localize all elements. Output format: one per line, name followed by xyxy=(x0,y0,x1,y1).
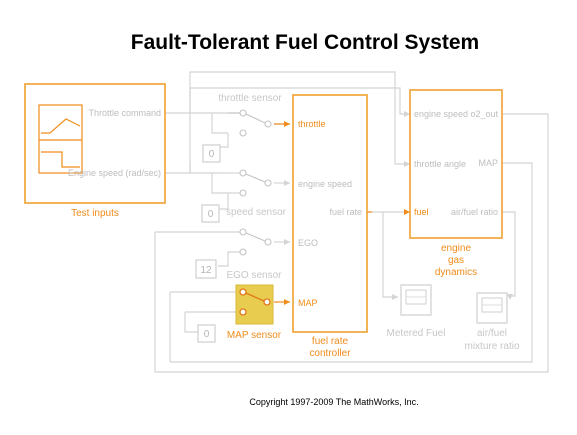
map-const-value: 0 xyxy=(204,329,210,340)
map-fault-constant[interactable]: 0 xyxy=(197,324,216,343)
active-wires xyxy=(274,121,410,305)
ego-switch-in1 xyxy=(239,228,247,236)
ego-switch-blade xyxy=(245,232,266,242)
map-sensor-label: MAP sensor xyxy=(227,330,282,341)
test-inputs-block[interactable]: Throttle command Engine speed (rad/sec) … xyxy=(24,83,166,219)
controller-in-throttle: throttle xyxy=(298,119,326,129)
speed-sensor-label: speed sensor xyxy=(226,207,287,218)
wire-speed-to-engine xyxy=(189,87,410,173)
map-const-box[interactable] xyxy=(197,324,216,343)
ego-switch-in2 xyxy=(239,248,247,256)
arrow-ctrl-ego xyxy=(284,239,290,245)
arrow-engine-speed xyxy=(404,111,410,117)
arrow-engine-fuel xyxy=(404,209,410,215)
copyright-notice: Copyright 1997-2009 The MathWorks, Inc. xyxy=(249,397,418,407)
controller-in-map: MAP xyxy=(298,298,318,308)
speed-fault-constant[interactable]: 0 xyxy=(201,204,220,223)
controller-in-engine-speed: engine speed xyxy=(298,179,352,189)
test-inputs-label: Test inputs xyxy=(71,208,119,219)
speed-switch-in2 xyxy=(239,189,247,197)
air-fuel-label-line2: mixture ratio xyxy=(464,341,519,352)
speed-switch-in1 xyxy=(239,169,247,177)
engine-in-fuel: fuel xyxy=(414,207,429,217)
throttle-profile-glyph xyxy=(41,118,81,134)
speed-sensor-switch[interactable]: speed sensor xyxy=(226,169,287,218)
speed-const-value: 0 xyxy=(208,209,214,220)
metered-fuel-scope[interactable]: Metered Fuel xyxy=(387,284,446,339)
arrow-throttle-angle xyxy=(404,161,410,167)
throttle-switch-in1 xyxy=(239,109,247,117)
fuel-rate-controller-block[interactable]: throttle engine speed EGO MAP fuel rate … xyxy=(292,94,368,359)
engine-gas-dynamics-block[interactable]: engine speed throttle angle fuel o2_out … xyxy=(409,89,503,278)
throttle-sensor-switch[interactable]: throttle sensor xyxy=(218,93,282,137)
controller-in-ego: EGO xyxy=(298,238,318,248)
wire-o2-feedback xyxy=(154,113,549,373)
speed-switch-out xyxy=(264,179,272,187)
throttle-switch-out xyxy=(264,120,272,128)
arrow-ctrl-map xyxy=(284,299,290,305)
engine-in-throttle-angle: throttle angle xyxy=(414,159,466,169)
controller-label-line2: controller xyxy=(309,348,351,359)
air-fuel-label-line1: air/fuel xyxy=(477,328,507,339)
controller-out-fuel-rate: fuel rate xyxy=(329,207,362,217)
speed-switch-blade xyxy=(245,173,266,183)
engine-label-line1: engine xyxy=(441,243,471,254)
throttle-switch-blade xyxy=(245,113,266,124)
engine-out-air-fuel: air/fuel ratio xyxy=(451,207,498,217)
port-throttle-command: Throttle command xyxy=(88,108,161,118)
wire-throttle-fault xyxy=(211,113,228,134)
arrow-ctrl-throttle xyxy=(284,121,290,127)
arrow-ctrl-speed xyxy=(284,180,290,186)
wire-throttle-to-engine xyxy=(189,71,410,165)
wire-arrows xyxy=(284,111,513,300)
engine-label-line3: dynamics xyxy=(435,267,477,278)
map-switch-out xyxy=(263,298,271,306)
ego-sensor-switch[interactable]: EGO sensor xyxy=(226,228,282,281)
engine-in-engine-speed: engine speed xyxy=(414,109,468,119)
throttle-fault-constant[interactable]: 0 xyxy=(202,144,221,163)
signal-builder-icon xyxy=(38,104,83,174)
ego-fault-constant[interactable]: 12 xyxy=(195,259,217,279)
ego-sensor-label: EGO sensor xyxy=(226,270,282,281)
arrow-air-fuel xyxy=(507,294,513,300)
ego-switch-out xyxy=(264,238,272,246)
ego-const-value: 12 xyxy=(200,265,212,276)
throttle-const-box[interactable] xyxy=(202,144,221,163)
wire-speed-fault xyxy=(211,173,240,194)
wire-air-fuel-ratio xyxy=(502,211,516,297)
arrow-metered-fuel xyxy=(392,294,398,300)
map-switch-in1 xyxy=(239,288,247,296)
metered-fuel-label: Metered Fuel xyxy=(387,328,446,339)
map-switch-blade xyxy=(245,292,265,302)
engine-out-map: MAP xyxy=(478,158,498,168)
map-switch-in2 xyxy=(239,308,247,316)
ego-const-box[interactable] xyxy=(195,259,217,279)
controller-frame[interactable] xyxy=(292,94,368,333)
air-fuel-scope[interactable]: air/fuel mixture ratio xyxy=(464,292,520,352)
signal-wires xyxy=(154,71,549,373)
map-sensor-switch[interactable]: MAP sensor xyxy=(227,284,282,341)
controller-label-line1: fuel rate xyxy=(312,336,349,347)
wire-map-feedback xyxy=(170,162,533,363)
speed-const-box[interactable] xyxy=(201,204,220,223)
wire-map-const xyxy=(184,312,198,333)
engine-frame[interactable] xyxy=(409,89,503,239)
throttle-switch-in2 xyxy=(239,129,247,137)
throttle-const-value: 0 xyxy=(209,149,215,160)
port-engine-speed-out: Engine speed (rad/sec) xyxy=(68,168,161,178)
wire-ego-const xyxy=(218,251,240,267)
diagram-title: Fault-Tolerant Fuel Control System xyxy=(131,31,479,54)
engine-out-o2: o2_out xyxy=(470,109,498,119)
speed-profile-glyph xyxy=(41,151,80,168)
throttle-sensor-label: throttle sensor xyxy=(218,93,282,104)
engine-label-line2: gas xyxy=(448,255,464,266)
wire-metered-fuel xyxy=(382,212,398,298)
